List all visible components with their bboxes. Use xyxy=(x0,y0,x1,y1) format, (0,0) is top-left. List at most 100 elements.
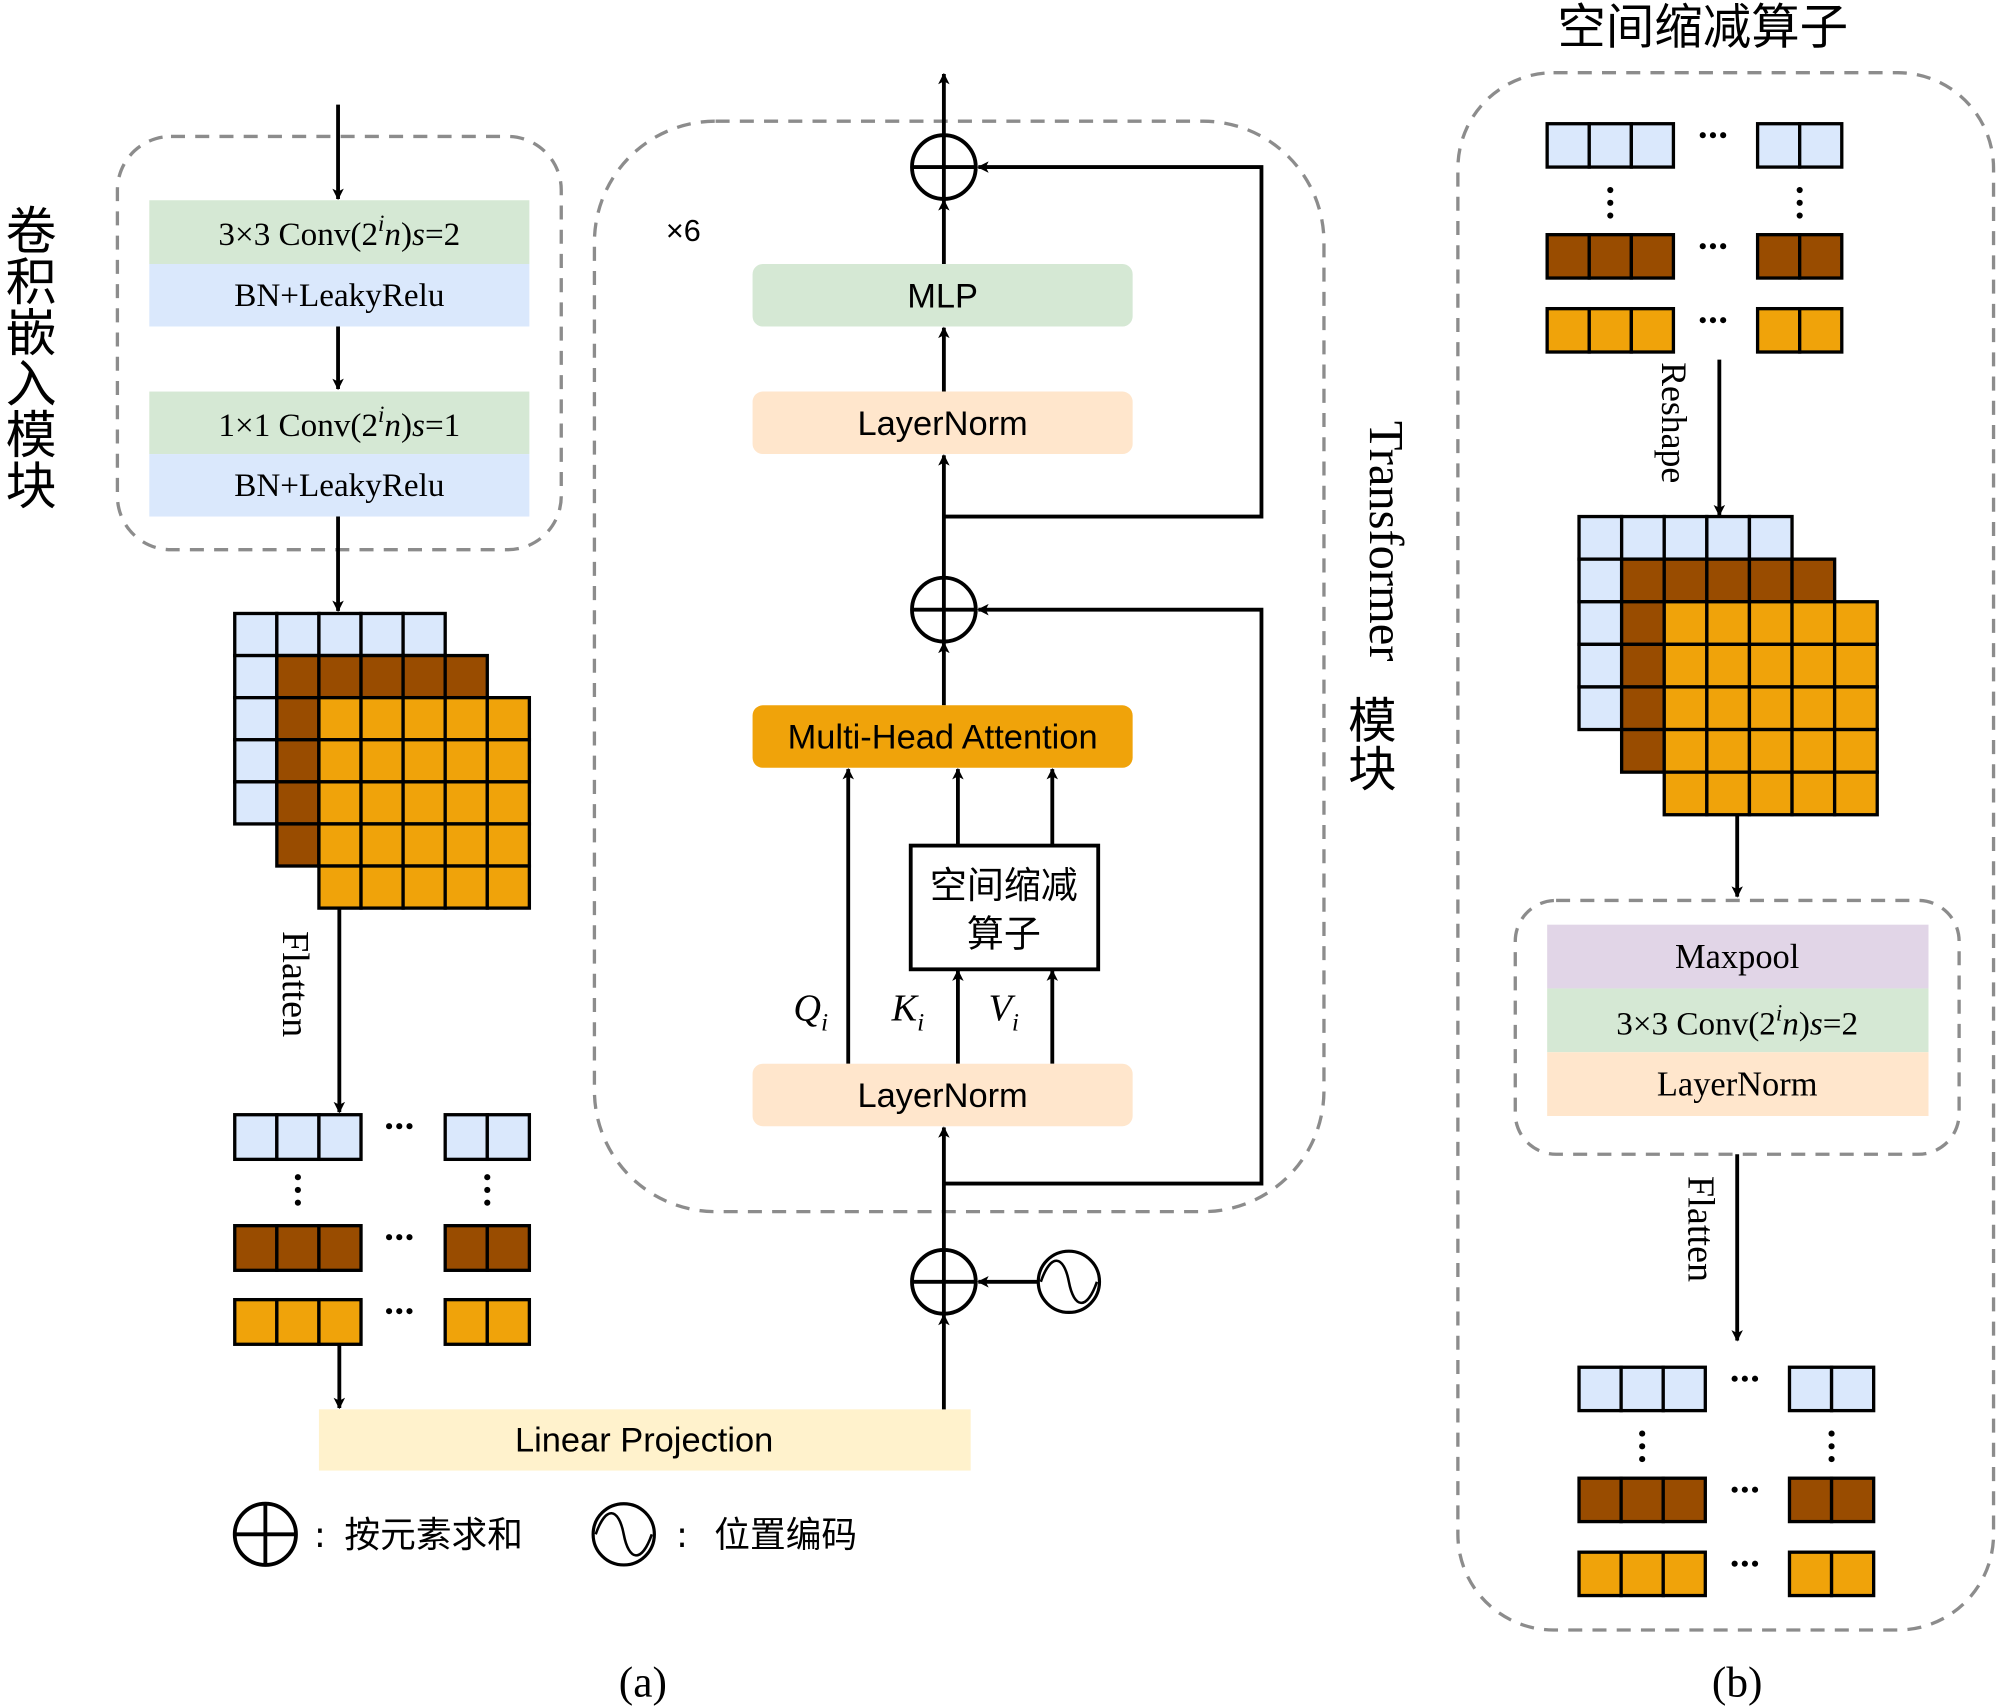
transformer-side-label-cn: 模块 xyxy=(1339,695,1395,792)
token-cell xyxy=(1577,1365,1623,1413)
token-cell xyxy=(275,1113,321,1162)
token-cell xyxy=(1577,1550,1623,1598)
grid-cell xyxy=(1662,600,1709,646)
grid-cell xyxy=(485,738,532,784)
transformer-module: ×6 MLP LayerNorm Multi-Head Attention xyxy=(592,72,1412,1410)
residual-add-middle-icon xyxy=(910,575,978,644)
grid-cell xyxy=(275,780,321,826)
grid-cell xyxy=(1705,770,1752,817)
vertical-ellipsis xyxy=(1796,186,1803,219)
horizontal-ellipsis xyxy=(1699,317,1727,324)
token-cell xyxy=(1619,1476,1665,1524)
sr-conv-label: 3×3 Conv(2in)s=2 xyxy=(1616,1000,1858,1042)
grid-cell xyxy=(401,738,447,784)
spatial-reduction-label-line2: 算子 xyxy=(967,912,1041,955)
maxpool-box xyxy=(1547,924,1929,989)
grid-cell xyxy=(1577,514,1624,561)
vertical-ellipsis xyxy=(1607,186,1614,219)
horizontal-ellipsis xyxy=(1731,1486,1759,1493)
token-cell xyxy=(275,1224,321,1272)
layernorm-bottom-label: LayerNorm xyxy=(857,1077,1027,1115)
token-cell xyxy=(1798,306,1844,354)
grid-cell xyxy=(1832,600,1879,646)
grid-cell xyxy=(1790,557,1837,604)
grid-cell xyxy=(1832,770,1879,817)
grid-cell xyxy=(1705,557,1752,604)
grid-cell xyxy=(1662,770,1709,817)
bn-leakyrelu-box-2 xyxy=(149,454,530,517)
token-cell xyxy=(443,1297,489,1346)
transformer-side-label: Transformer xyxy=(1359,421,1412,661)
grid-cell xyxy=(1577,557,1624,604)
conv-3x3-label: 3×3 Conv(2in)s=2 xyxy=(218,211,460,253)
token-cell xyxy=(1545,233,1591,280)
token-cell xyxy=(275,1297,321,1346)
multi-head-attention-label: Multi-Head Attention xyxy=(788,719,1098,757)
grid-cell xyxy=(359,695,405,742)
conv-block-2: 1×1 Conv(2in)s=1 BN+LeakyRelu xyxy=(149,391,530,517)
grid-cell xyxy=(1705,642,1752,689)
v-label: Vi xyxy=(989,987,1019,1036)
grid-cell xyxy=(1577,685,1624,732)
grid-cell xyxy=(275,653,321,700)
grid-cell xyxy=(1705,685,1752,732)
bn-leakyrelu-label-2: BN+LeakyRelu xyxy=(234,467,445,504)
token-cell xyxy=(1661,1365,1707,1413)
grid-cell xyxy=(1747,685,1794,732)
residual-add-top-icon xyxy=(910,133,978,201)
grid-cell xyxy=(1790,770,1837,817)
sr-conv-box xyxy=(1547,988,1929,1053)
q-label: Qi xyxy=(793,987,828,1036)
token-cell xyxy=(1587,233,1633,280)
horizontal-ellipsis xyxy=(1699,243,1727,250)
grid-cell xyxy=(359,864,405,910)
residual-skip-bottom xyxy=(943,603,1264,1186)
spatial-reduction-box xyxy=(908,843,1101,972)
token-cell xyxy=(1629,306,1676,354)
token-cell xyxy=(485,1224,532,1272)
multi-head-attention-box xyxy=(752,705,1133,768)
token-cell xyxy=(233,1297,279,1346)
grid-cell xyxy=(1619,514,1666,561)
positional-encoding-source-icon xyxy=(1036,1249,1102,1315)
token-row-first xyxy=(1577,1365,1876,1413)
grid-cell xyxy=(317,822,363,868)
grid-cell xyxy=(1662,514,1709,561)
token-cell xyxy=(1661,1550,1707,1598)
grid-cell xyxy=(1832,642,1879,689)
grid-cell xyxy=(359,611,405,658)
token-cell xyxy=(1629,233,1676,280)
grid-cell xyxy=(317,653,363,700)
grid-cell xyxy=(275,695,321,742)
horizontal-ellipsis xyxy=(1731,1560,1759,1567)
layernorm-bottom-box xyxy=(752,1063,1133,1127)
vertical-ellipsis xyxy=(294,1174,301,1206)
residual-skip-top xyxy=(943,161,1264,519)
grid-cell xyxy=(1790,600,1837,646)
vertical-ellipsis xyxy=(1639,1430,1646,1463)
grid-cell xyxy=(1619,600,1666,646)
grid-cell xyxy=(1619,685,1666,732)
grid-cell xyxy=(233,738,279,784)
grid-cell xyxy=(1705,514,1752,561)
horizontal-ellipsis xyxy=(386,1123,413,1130)
grid-cell xyxy=(401,864,447,910)
grid-cell xyxy=(317,780,363,826)
mlp-box xyxy=(752,264,1133,327)
grid-cell xyxy=(1747,514,1794,561)
conv-1x1-box xyxy=(149,391,530,455)
token-cell xyxy=(317,1297,363,1346)
conv-embedding-module: 卷积嵌入模块 3×3 Conv(2in)s=2 BN+LeakyRelu 1×1… xyxy=(0,104,971,1471)
token-cell xyxy=(1829,1550,1876,1598)
grid-cell xyxy=(443,653,489,700)
grid-cell xyxy=(443,695,489,742)
grid-cell xyxy=(1619,557,1666,604)
spatial-reduction-label-line1: 空间缩减 xyxy=(930,864,1078,907)
bn-leakyrelu-label-1: BN+LeakyRelu xyxy=(234,277,445,314)
token-cell xyxy=(1619,1365,1665,1413)
layernorm-top-label: LayerNorm xyxy=(857,405,1027,443)
grid-cell xyxy=(1662,557,1709,604)
grid-cell xyxy=(1662,685,1709,732)
token-cell xyxy=(1587,122,1633,169)
